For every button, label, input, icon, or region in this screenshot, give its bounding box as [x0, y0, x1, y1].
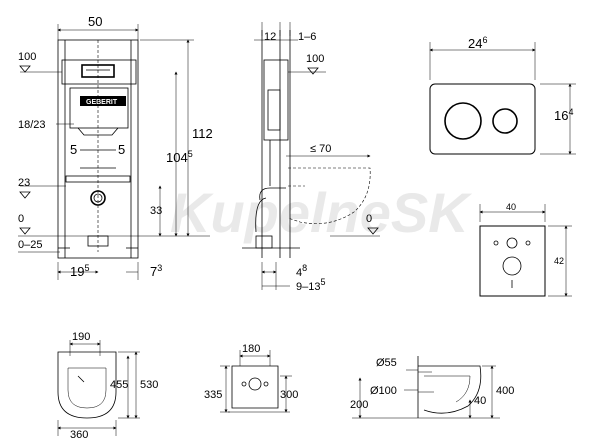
dim-wall-width: 40: [506, 202, 516, 212]
dim-300: 300: [280, 389, 298, 401]
dim-190: 190: [72, 331, 90, 343]
toilet-side-profile: [418, 365, 482, 414]
geberit-logo: [80, 96, 126, 106]
flush-plate: [429, 83, 536, 155]
dim-height-33: 33: [150, 205, 162, 217]
dim-diameter-100: Ø100: [370, 385, 397, 397]
dim-335: 335: [204, 389, 222, 401]
dim-max-70: ≤ 70: [310, 143, 331, 155]
dim-455: 455: [110, 379, 128, 391]
dim-9-13-5: 9–135: [296, 277, 326, 293]
wall-plate-view: 40 42: [479, 202, 572, 297]
dim-height-104: 1045: [166, 149, 193, 165]
level-100-label: 100: [18, 51, 36, 63]
wall-plate: [479, 225, 546, 297]
dim-diameter-55: Ø55: [376, 357, 397, 369]
dim-offset-40: 40: [474, 395, 486, 407]
range-18-23-label: 18/23: [18, 119, 46, 131]
side-level-0-label: 0: [366, 213, 372, 225]
toilet-top-view: 190 455 530 360: [57, 331, 158, 441]
geberit-logo-text: GEBERIT: [86, 99, 118, 106]
dim-7-3: 73: [150, 263, 162, 279]
dim-19-5: 195: [70, 263, 89, 279]
flush-plate-view: 246 164: [429, 35, 576, 155]
dim-width-50: 50: [88, 14, 102, 29]
offset-5-right: 5: [118, 142, 125, 157]
drain-outlet: [90, 190, 106, 206]
range-0-25-label: 0–25: [18, 239, 42, 251]
side-view: ≤ 70 12 1–6 100 0 48 9–135: [242, 22, 380, 293]
dim-4-8: 48: [296, 263, 307, 279]
watermark: KupelneSK: [170, 181, 472, 244]
cistern: [61, 59, 137, 85]
dim-plate-height: 164: [554, 107, 573, 123]
side-level-100-label: 100: [306, 53, 324, 65]
dim-plate-width: 246: [468, 35, 487, 51]
level-0-label: 0: [18, 213, 24, 225]
dim-180: 180: [242, 343, 260, 355]
dim-depth-12: 12: [264, 31, 276, 43]
flush-button-large: [444, 102, 482, 140]
dim-360: 360: [70, 429, 88, 441]
flush-button-small: [492, 108, 518, 134]
dim-height-112: 112: [192, 126, 213, 141]
dim-depth-1-6: 1–6: [298, 31, 316, 43]
toilet-rear-view: 180 335 300: [204, 343, 298, 413]
dim-200: 200: [350, 399, 368, 411]
toilet-bowl-top: [57, 351, 117, 419]
offset-5-left: 5: [70, 142, 77, 157]
level-23-label: 23: [18, 177, 30, 189]
toilet-rear: [231, 365, 279, 409]
dim-530: 530: [140, 379, 158, 391]
front-view: GEBERIT 50 100 18/23 5 5 23: [18, 14, 213, 280]
dim-400: 400: [496, 385, 514, 397]
toilet-side-view: Ø55 Ø100 200 400 40: [350, 356, 514, 419]
dim-wall-height: 42: [554, 256, 564, 266]
